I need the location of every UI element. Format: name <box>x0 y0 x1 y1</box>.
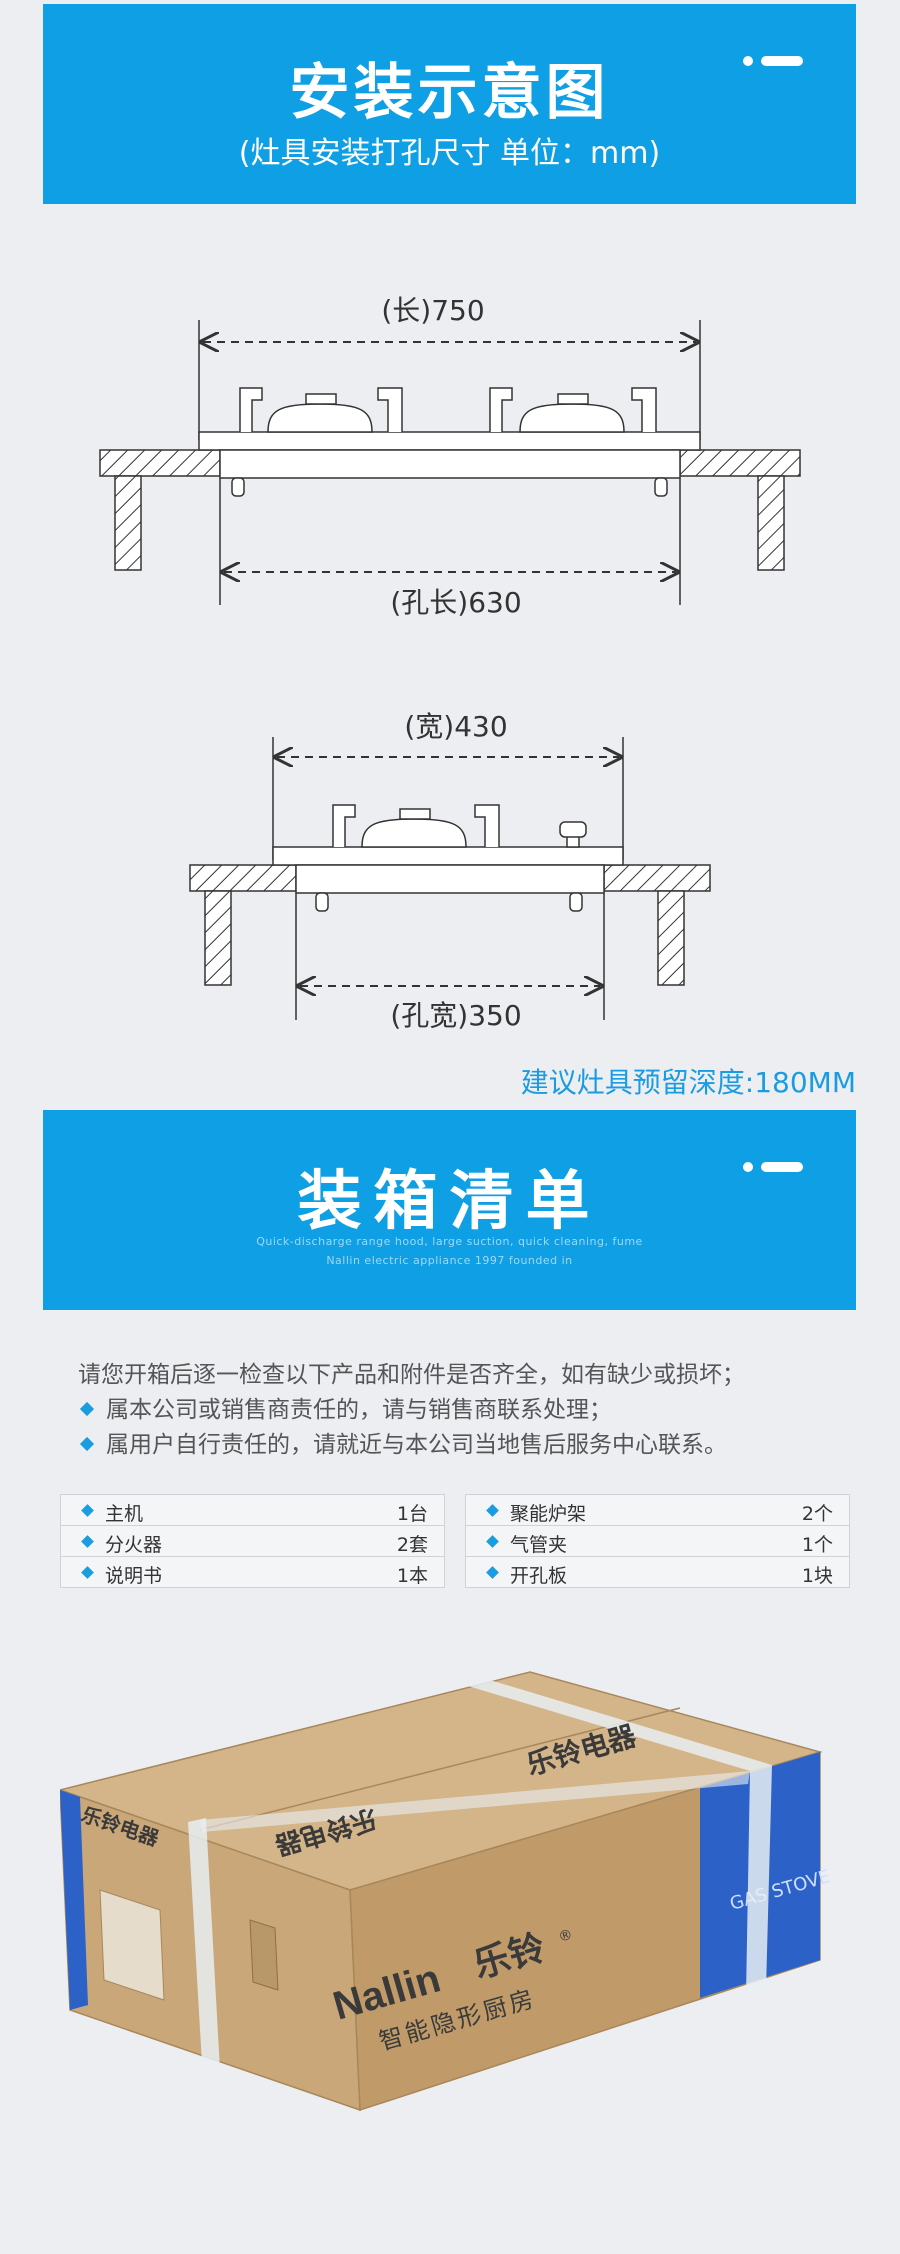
diamond-bullet-icon <box>486 1535 499 1548</box>
side-view: (宽)430 (孔宽)350 <box>189 710 711 1032</box>
packing-title: 装箱清单 <box>297 1165 602 1239</box>
packing-en-line2: Nallin electric appliance 1997 founded i… <box>326 1254 573 1267</box>
length-label: (长)750 <box>381 294 484 327</box>
hole-length-label: (孔长)630 <box>390 586 521 619</box>
diamond-bullet-icon <box>81 1504 94 1517</box>
install-diagram: (长)750 (孔长)630 (宽)430 <box>99 294 801 1032</box>
packing-box-image: GAS STOVE 乐铃电器 乐铃电器 乐铃电器 Nallin 乐铃 ® 智能隐… <box>57 1660 840 2120</box>
intro-line: 请您开箱后逐一检查以下产品和附件是否齐全，如有缺少或损坏； <box>78 1362 745 1388</box>
packing-en-line1: Quick-discharge range hood, large suctio… <box>256 1235 643 1248</box>
hole-width-label: (孔宽)350 <box>390 999 521 1032</box>
width-label: (宽)430 <box>404 710 507 743</box>
diamond-bullet-icon <box>81 1535 94 1548</box>
diamond-bullet-icon <box>486 1566 499 1579</box>
packing-intro: 请您开箱后逐一检查以下产品和附件是否齐全，如有缺少或损坏； 属本公司或销售商责任… <box>78 1358 858 1463</box>
registered-mark: ® <box>557 1927 575 1946</box>
diamond-bullet-icon <box>79 1401 95 1417</box>
decor-pill-icon <box>743 1162 803 1172</box>
packing-banner: 装箱清单 Quick-discharge range hood, large s… <box>43 1110 856 1310</box>
diamond-bullet-icon <box>79 1436 95 1452</box>
front-view: (长)750 (孔长)630 <box>99 294 801 619</box>
diamond-bullet-icon <box>486 1504 499 1517</box>
diamond-bullet-icon <box>81 1566 94 1579</box>
intro-line: 属本公司或销售商责任的，请与销售商联系处理； <box>78 1393 858 1428</box>
depth-note: 建议灶具预留深度:180MM <box>520 1066 856 1099</box>
install-title: 安装示意图 <box>289 58 610 128</box>
install-banner: 安装示意图 (灶具安装打孔尺寸 单位：mm) <box>43 4 856 204</box>
decor-pill-icon <box>743 56 803 66</box>
intro-line: 属用户自行责任的，请就近与本公司当地售后服务中心联系。 <box>78 1428 858 1463</box>
install-subtitle: (灶具安装打孔尺寸 单位：mm) <box>238 136 661 171</box>
